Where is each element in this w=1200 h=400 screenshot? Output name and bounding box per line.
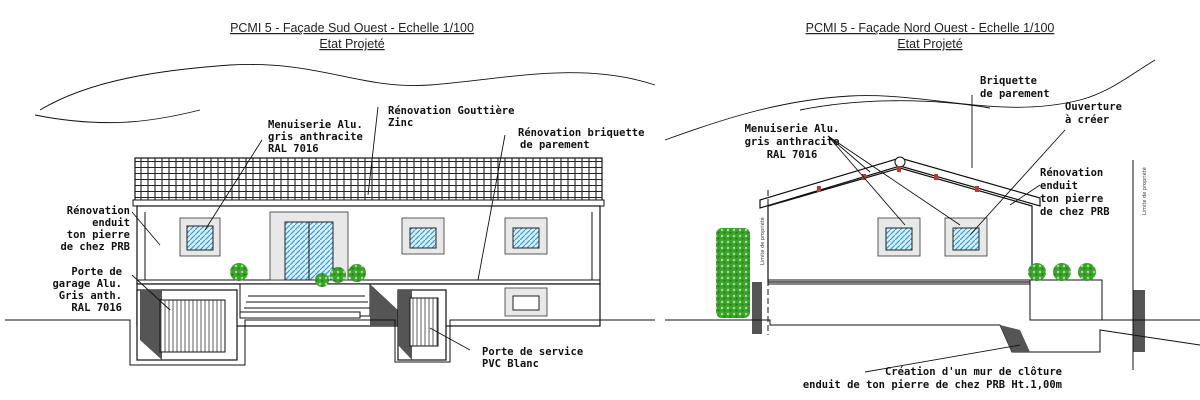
gable-roof-right <box>759 156 1041 209</box>
service-door <box>397 289 447 361</box>
svg-text:Ouverture: Ouverture <box>1065 101 1122 113</box>
label-porte-garage: Porte de garage Alu. Gris anth. RAL 7016 <box>52 266 122 314</box>
garage-door <box>136 289 238 361</box>
hedge-right <box>716 228 750 318</box>
right-leader-lines <box>827 95 1066 373</box>
svg-text:enduit de ton pierre de chez P: enduit de ton pierre de chez PRB Ht.1,00… <box>803 379 1062 391</box>
ground-line-left <box>5 319 655 366</box>
left-title-line2: Etat Projeté <box>319 37 384 51</box>
cloud-line-right <box>664 59 1156 141</box>
gutter-left <box>132 199 605 207</box>
svg-text:Rénovation: Rénovation <box>67 205 130 217</box>
cloud-line-left <box>39 63 656 111</box>
left-leader-lines <box>131 106 506 351</box>
svg-text:Menuiserie Alu.: Menuiserie Alu. <box>268 119 363 131</box>
window-upper-1 <box>179 217 221 257</box>
svg-text:de parement: de parement <box>520 139 590 151</box>
label-menuiserie-left: Menuiserie Alu. gris anthracite RAL 7016 <box>268 119 363 155</box>
boundary-post-right <box>1133 290 1145 352</box>
double-door-upper <box>269 211 349 281</box>
svg-text:enduit: enduit <box>1040 180 1078 192</box>
label-porte-service: Porte de service PVC Blanc <box>482 346 583 370</box>
svg-text:enduit: enduit <box>92 217 130 229</box>
svg-text:de chez PRB: de chez PRB <box>60 241 130 253</box>
cloud-line-left-lower <box>34 109 201 124</box>
label-limite-left: Limite de propriété <box>759 217 766 265</box>
label-cloture-right: Création d'un mur de clôture enduit de t… <box>803 366 1062 391</box>
svg-text:de chez PRB: de chez PRB <box>1040 206 1110 218</box>
label-briquette-right: Briquette de parement <box>980 75 1050 100</box>
label-briquette-left: Rénovation briquette de parement <box>518 127 644 151</box>
label-gouttiere-left: Rénovation Gouttière Zinc <box>388 105 514 129</box>
boundary-post-left <box>752 282 762 334</box>
plant-pots-left <box>230 263 366 287</box>
svg-text:Rénovation: Rénovation <box>1040 167 1103 179</box>
svg-text:PVC Blanc: PVC Blanc <box>482 358 539 370</box>
svg-text:Porte de service: Porte de service <box>482 346 583 358</box>
window-right-1 <box>877 217 921 257</box>
svg-text:Zinc: Zinc <box>388 117 413 129</box>
label-enduit-right: Rénovation enduit ton pierre de chez PRB <box>1040 167 1110 218</box>
svg-text:Rénovation briquette: Rénovation briquette <box>518 127 644 139</box>
ground-line-right <box>665 319 1200 353</box>
svg-text:ton pierre: ton pierre <box>1040 193 1103 205</box>
svg-text:Gris anth.: Gris anth. <box>59 290 122 302</box>
svg-text:RAL 7016: RAL 7016 <box>71 302 122 314</box>
svg-text:garage Alu.: garage Alu. <box>52 278 122 290</box>
window-upper-4 <box>504 217 548 255</box>
entrance-stairs <box>239 283 400 326</box>
svg-text:Rénovation Gouttière: Rénovation Gouttière <box>388 105 514 117</box>
window-upper-3 <box>401 217 445 255</box>
svg-text:Menuiserie Alu.: Menuiserie Alu. <box>745 123 840 135</box>
left-title-line1: PCMI 5 - Façade Sud Ouest - Echelle 1/10… <box>230 21 474 35</box>
terrace-planter-right <box>1029 279 1103 321</box>
label-menuiserie-right: Menuiserie Alu. gris anthracite RAL 7016 <box>745 123 840 161</box>
svg-text:Porte de: Porte de <box>71 266 122 278</box>
label-ouverture-right: Ouverture à créer <box>1065 101 1122 126</box>
svg-text:à créer: à créer <box>1065 114 1109 126</box>
svg-text:de parement: de parement <box>980 88 1050 100</box>
svg-text:RAL 7016: RAL 7016 <box>268 143 319 155</box>
plant-pots-right <box>1028 263 1096 281</box>
svg-text:gris anthracite: gris anthracite <box>268 131 363 143</box>
svg-text:Création d'un mur de clôture: Création d'un mur de clôture <box>885 366 1062 378</box>
right-title-line2: Etat Projeté <box>897 37 962 51</box>
label-limite-right: Limite de propriété <box>1141 167 1148 215</box>
window-lower-right <box>504 287 548 317</box>
svg-text:RAL 7016: RAL 7016 <box>767 149 818 161</box>
right-title-line1: PCMI 5 - Façade Nord Ouest - Echelle 1/1… <box>806 21 1055 35</box>
svg-text:gris anthracite: gris anthracite <box>745 136 840 148</box>
svg-text:Briquette: Briquette <box>980 75 1037 87</box>
svg-text:ton pierre: ton pierre <box>67 229 130 241</box>
roof-tiles-left <box>134 157 603 205</box>
label-enduit-left: Rénovation enduit ton pierre de chez PRB <box>60 205 130 253</box>
